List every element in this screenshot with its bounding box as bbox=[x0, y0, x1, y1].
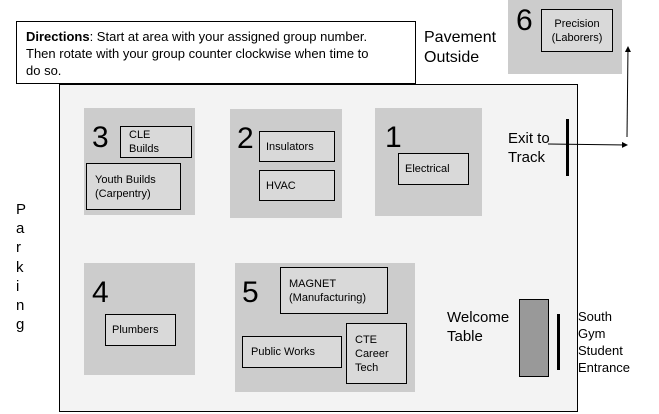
exit-door bbox=[566, 119, 569, 176]
welcome-table bbox=[519, 299, 549, 377]
directions-line3: do so. bbox=[26, 63, 62, 78]
welcome-label: Welcome Table bbox=[447, 309, 510, 345]
station-insulators: Insulators bbox=[259, 131, 335, 162]
entrance-label: South Gym Student Entrance bbox=[578, 309, 631, 375]
area-2-zone: 2 Insulators HVAC bbox=[230, 109, 342, 218]
parking-label: P a r k i n g bbox=[16, 201, 27, 334]
area-2-number: 2 bbox=[237, 122, 254, 155]
area-6-number: 6 bbox=[516, 4, 533, 37]
station-electrical: Electrical bbox=[398, 153, 469, 185]
area-6-zone: 6 Precision (Laborers) bbox=[508, 0, 622, 74]
arrow-to-area-6 bbox=[624, 46, 631, 138]
area-3-number: 3 bbox=[92, 121, 109, 154]
area-1-zone: 1 Electrical bbox=[375, 108, 482, 216]
arrow-to-track bbox=[547, 141, 628, 148]
station-hvac: HVAC bbox=[259, 170, 335, 201]
area-5-zone: 5 MAGNET (Manufacturing) Public Works CT… bbox=[235, 263, 415, 392]
area-1-number: 1 bbox=[385, 121, 402, 154]
directions-line1: : Start at area with your assigned group… bbox=[89, 29, 368, 44]
pavement-label: Pavement Outside bbox=[424, 29, 497, 66]
station-youth-builds: Youth Builds (Carpentry) bbox=[86, 163, 181, 210]
station-cle-builds: CLE Builds bbox=[120, 126, 192, 158]
station-plumbers: Plumbers bbox=[105, 314, 176, 346]
station-public-works: Public Works bbox=[242, 336, 342, 368]
directions-title: Directions bbox=[26, 29, 90, 44]
area-5-number: 5 bbox=[242, 276, 259, 309]
station-magnet: MAGNET (Manufacturing) bbox=[280, 267, 388, 314]
exit-label: Exit to Track bbox=[508, 130, 550, 166]
station-cte-career-tech: CTE Career Tech bbox=[346, 323, 407, 384]
entrance-door bbox=[557, 314, 560, 370]
area-4-number: 4 bbox=[92, 276, 109, 309]
directions-line2: Then rotate with your group counter cloc… bbox=[26, 46, 369, 61]
station-precision: Precision (Laborers) bbox=[541, 9, 613, 52]
directions-box: Directions: Start at area with your assi… bbox=[16, 21, 416, 84]
area-4-zone: 4 Plumbers bbox=[84, 263, 195, 375]
area-3-zone: 3 CLE Builds Youth Builds (Carpentry) bbox=[84, 108, 195, 215]
